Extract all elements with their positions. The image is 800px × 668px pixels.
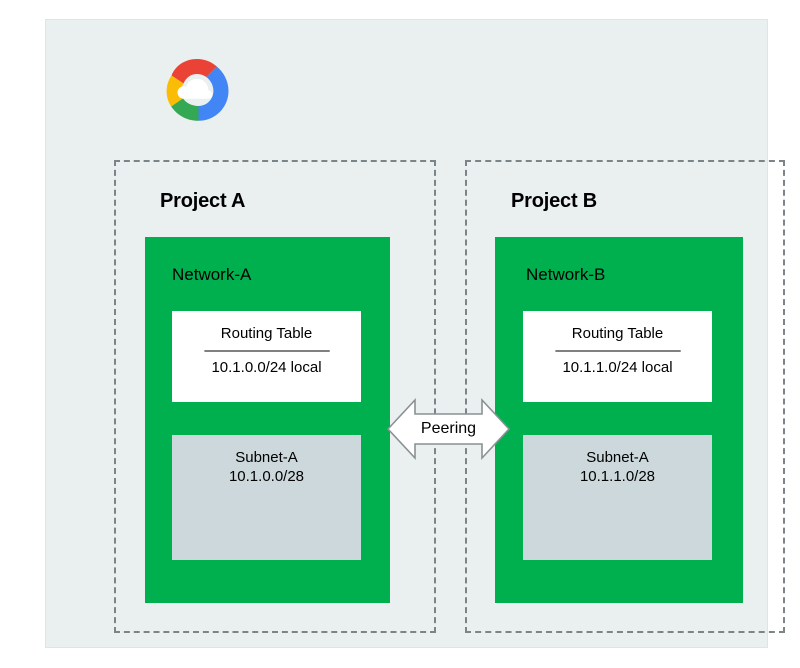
- routing-table-route-a: 10.1.0.0/24 local: [211, 359, 322, 377]
- project-container-a: [114, 160, 436, 633]
- subnet-cidr-b: 10.1.1.0/28: [579, 468, 656, 486]
- subnet-box-a: Subnet-A 10.1.0.0/28: [172, 435, 361, 560]
- network-label-a: Network-A: [172, 265, 252, 284]
- project-container-b: [465, 160, 785, 633]
- routing-table-divider-a: —————————: [204, 342, 329, 359]
- subnet-cidr-a: 10.1.0.0/28: [228, 468, 305, 486]
- subnet-name-a: Subnet-A: [235, 449, 298, 466]
- project-title-b: Project B: [511, 190, 598, 212]
- subnet-name-b: Subnet-A: [586, 449, 649, 466]
- project-title-a: Project A: [160, 190, 246, 212]
- routing-table-title-a: Routing Table: [220, 325, 313, 342]
- diagram-panel: Project A Network-A Routing Table ——————…: [45, 19, 785, 648]
- routing-table-route-b: 10.1.1.0/24 local: [562, 359, 673, 377]
- routing-table-b: Routing Table ————————— 10.1.1.0/24 loca…: [523, 311, 712, 402]
- routing-table-divider-b: —————————: [555, 342, 680, 359]
- routing-table-a: Routing Table ————————— 10.1.0.0/24 loca…: [172, 311, 361, 402]
- double-headed-arrow-icon: [386, 396, 511, 462]
- routing-table-title-b: Routing Table: [571, 325, 664, 342]
- network-label-b: Network-B: [526, 265, 606, 284]
- subnet-box-b: Subnet-A 10.1.1.0/28: [523, 435, 712, 560]
- google-cloud-logo: [158, 56, 236, 124]
